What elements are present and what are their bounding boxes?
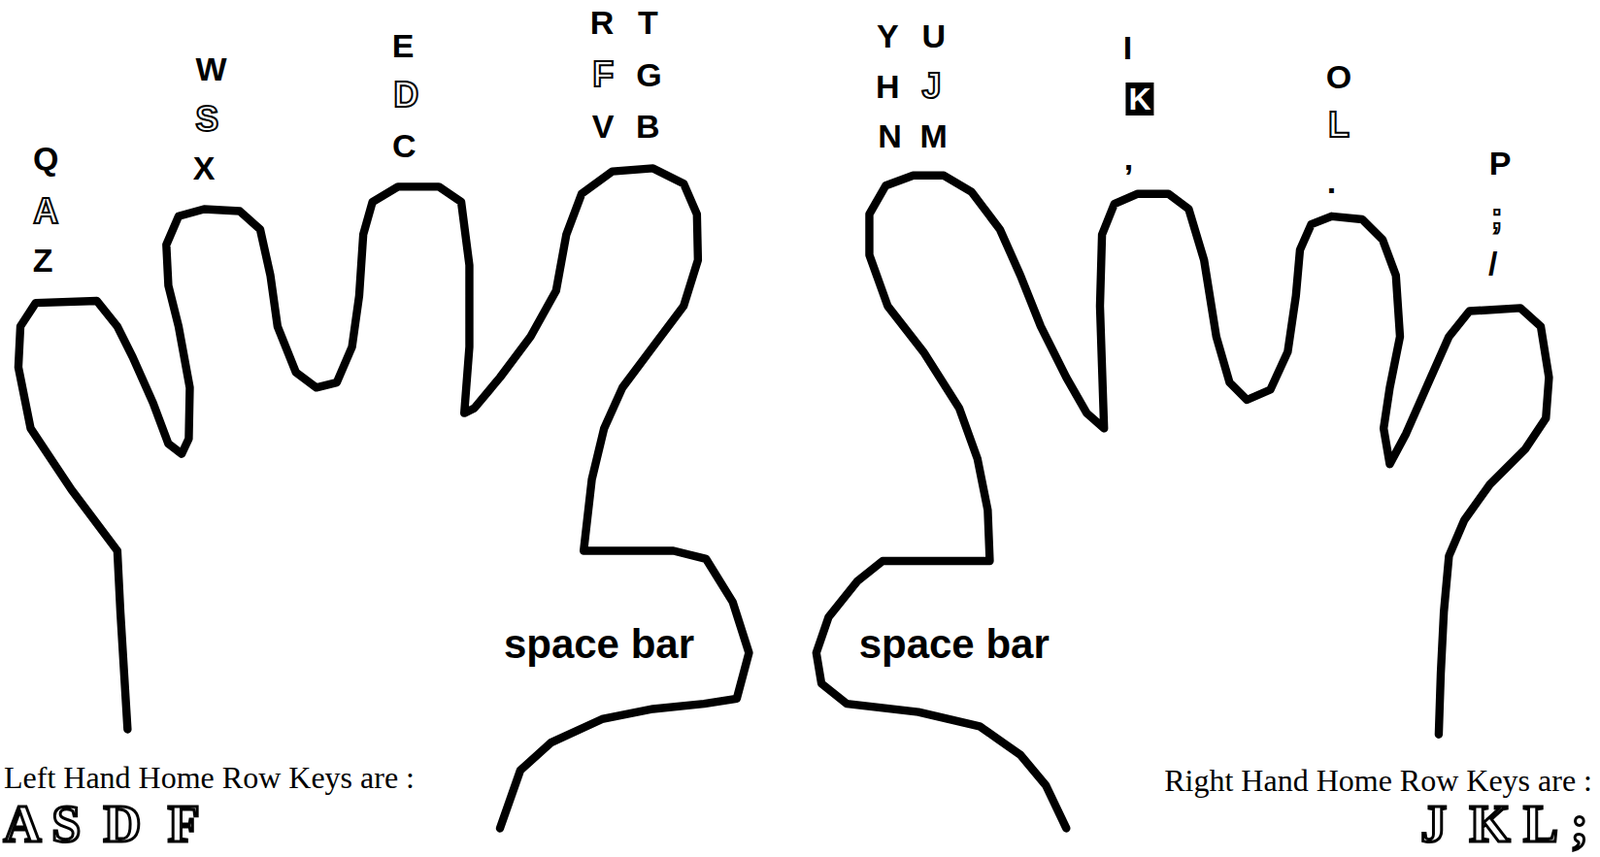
home-key-letter: A <box>33 194 59 230</box>
key-letter: / <box>1488 246 1498 280</box>
right-hand-outline <box>816 175 1550 830</box>
home-row-key: L <box>1523 798 1559 851</box>
home-row-key: S <box>51 798 81 851</box>
key-letter: Y <box>876 19 900 53</box>
key-letter: P <box>1489 146 1512 180</box>
home-row-key: K <box>1468 798 1510 851</box>
key-letter: C <box>392 129 417 163</box>
caption-text: Left Hand Home Row Keys are : <box>3 762 415 794</box>
key-letter: V <box>592 109 615 143</box>
home-key-letter: K <box>1125 82 1154 116</box>
key-letter: H <box>875 69 900 103</box>
key-letter: Z <box>33 243 54 277</box>
space-bar-label: space bar <box>859 624 1050 666</box>
home-row-key: A <box>3 798 42 851</box>
key-letter: R <box>590 5 615 39</box>
home-key-letter: S <box>195 101 219 137</box>
key-letter: E <box>392 29 415 63</box>
home-key-letter: F <box>592 57 614 93</box>
key-letter: I <box>1123 31 1133 65</box>
key-letter: O <box>1326 60 1352 94</box>
key-letter: M <box>920 119 948 153</box>
key-letter: W <box>196 52 228 86</box>
key-letter: T <box>637 5 659 39</box>
space-bar-label: space bar <box>503 624 695 666</box>
home-key-letter: ; <box>1491 199 1503 234</box>
key-letter: G <box>635 58 662 92</box>
home-key-letter: D <box>393 77 419 113</box>
key-letter: N <box>877 119 902 153</box>
home-row-key: D <box>103 798 142 851</box>
caption-text: Right Hand Home Row Keys are : <box>1164 765 1593 797</box>
key-letter: X <box>193 151 216 185</box>
left-hand-outline <box>18 167 750 829</box>
key-letter: . <box>1327 165 1336 199</box>
home-row-key: F <box>167 798 200 851</box>
home-key-letter: L <box>1328 107 1350 143</box>
key-letter: Q <box>33 141 59 175</box>
home-key-letter: J <box>922 68 942 104</box>
key-letter: U <box>921 19 946 53</box>
home-row-key: J <box>1420 798 1447 851</box>
key-letter: , <box>1124 141 1134 175</box>
home-row-key: ; <box>1570 798 1589 851</box>
key-letter: B <box>635 109 661 143</box>
